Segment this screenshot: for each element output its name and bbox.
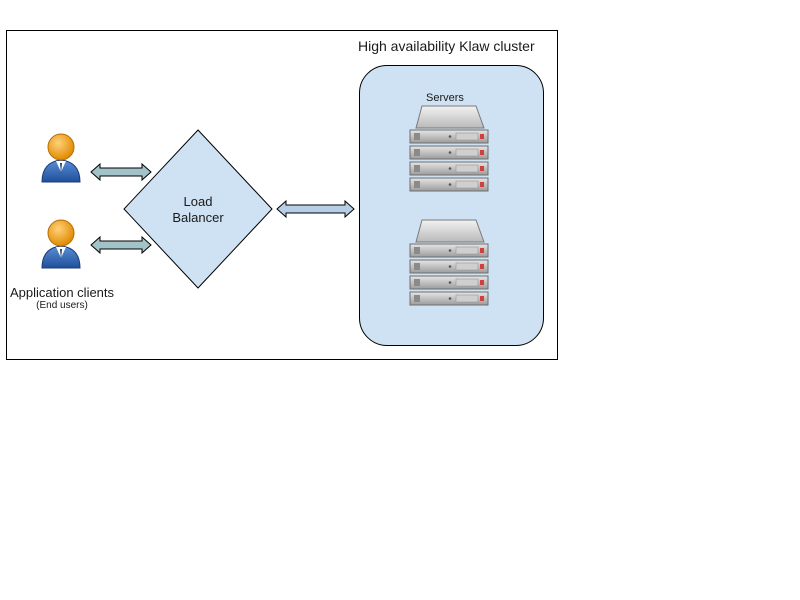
load-balancer-shape bbox=[123, 129, 273, 289]
server-unit bbox=[409, 259, 489, 274]
server-unit bbox=[409, 129, 489, 144]
cluster-arrow bbox=[276, 199, 355, 219]
server-unit bbox=[409, 145, 489, 160]
clients-label: Application clients bbox=[9, 285, 115, 300]
server-unit bbox=[409, 243, 489, 258]
cluster-title: High availability Klaw cluster bbox=[358, 38, 535, 54]
client-arrow-1 bbox=[90, 162, 152, 182]
person-icon bbox=[41, 219, 81, 269]
load-balancer-label-line2: Balancer bbox=[172, 210, 224, 225]
load-balancer-label: Load Balancer bbox=[148, 194, 248, 226]
load-balancer-label-line1: Load bbox=[183, 194, 213, 209]
person-icon bbox=[41, 133, 81, 183]
client-arrow-2 bbox=[90, 235, 152, 255]
server-rack-icon bbox=[409, 219, 489, 306]
clients-sublabel: (End users) bbox=[36, 300, 88, 311]
servers-label: Servers bbox=[426, 92, 464, 104]
server-unit bbox=[409, 291, 489, 306]
server-rack-icon bbox=[409, 105, 489, 192]
server-unit bbox=[409, 275, 489, 290]
server-unit bbox=[409, 177, 489, 192]
load-balancer-diamond bbox=[123, 129, 273, 289]
server-unit bbox=[409, 161, 489, 176]
